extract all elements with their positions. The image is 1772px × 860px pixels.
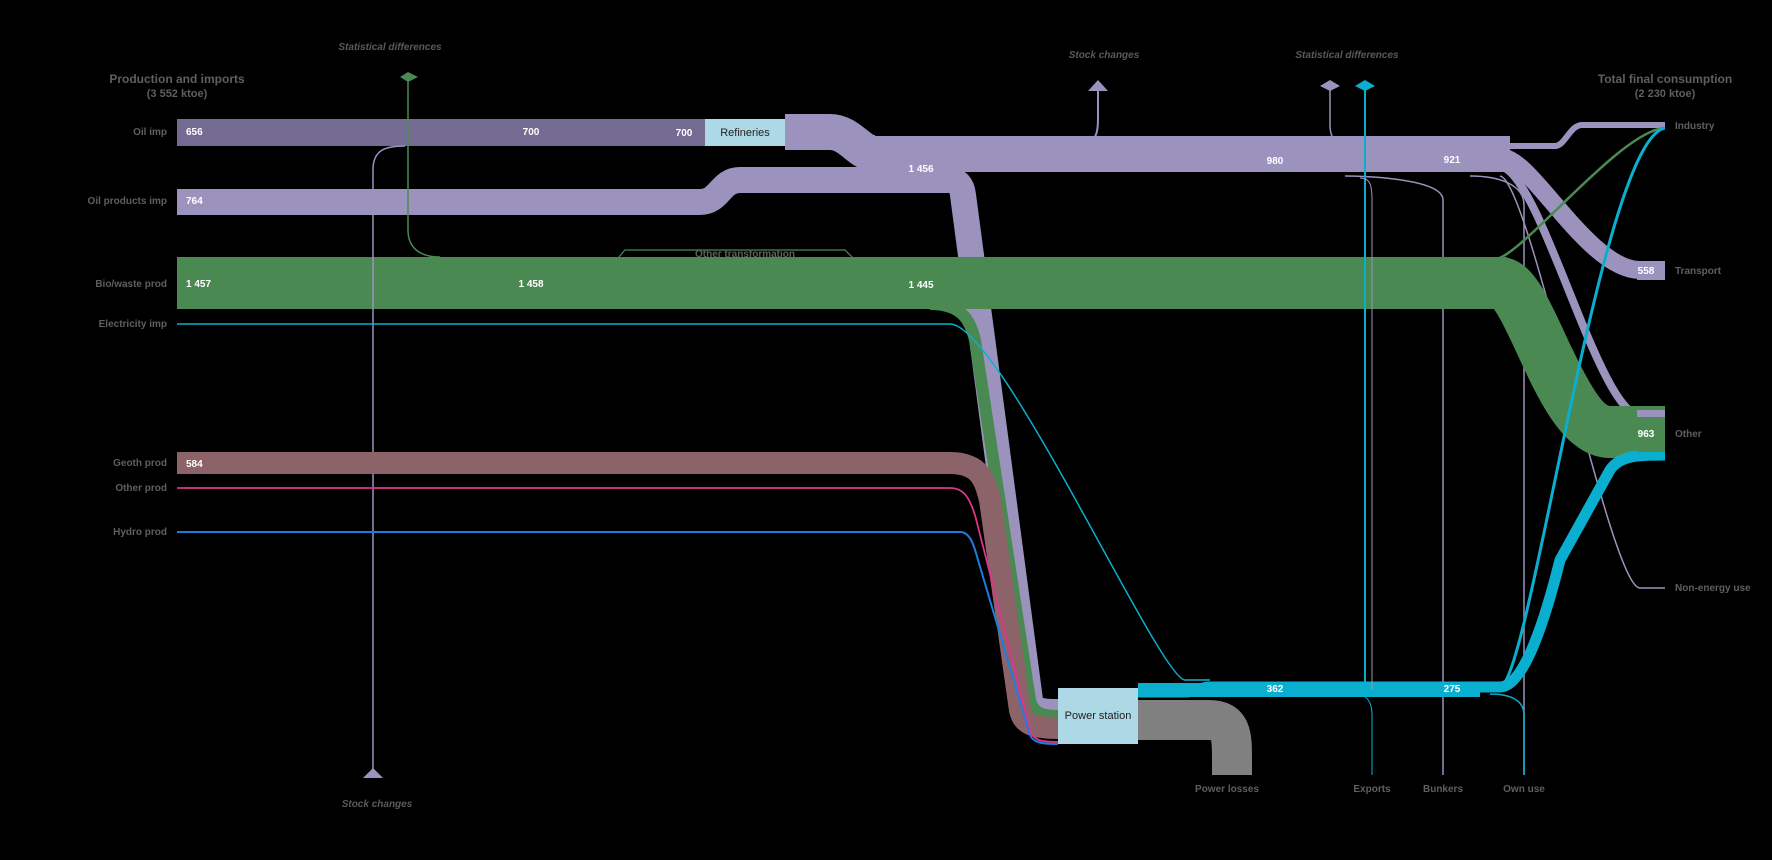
value-electricity-out: 362 [1267, 684, 1284, 695]
value-oil-after-stock: 980 [1267, 156, 1284, 167]
flow-biowaste [177, 257, 1665, 458]
source-oil-imp: Oil imp [133, 127, 167, 138]
refineries-label: Refineries [720, 127, 770, 139]
flow-biowaste-band [177, 257, 1507, 309]
right-header-title: Total final consumption [1598, 72, 1732, 86]
flow-electricity-own-use [1489, 693, 1525, 775]
stock-changes-top-label: Stock changes [1069, 50, 1140, 61]
value-biowaste-prod: 1 457 [186, 279, 211, 290]
flow-oil-transport [1501, 149, 1665, 279]
stock-changes-left-arrow [363, 768, 383, 778]
bottom-own-use: Own use [1503, 784, 1545, 795]
flow-electricity-imp [177, 323, 1210, 681]
flow-other-prod [177, 487, 1059, 743]
value-electricity-final: 275 [1444, 684, 1461, 695]
flow-oil-stat-diff [1329, 86, 1351, 145]
flow-biowaste-stat-diff [407, 78, 441, 258]
flow-oil-stock-changes [875, 88, 1099, 143]
source-electricity-imp: Electricity imp [99, 319, 167, 330]
value-other: 963 [1638, 429, 1655, 440]
flow-electricity-exports [1354, 693, 1373, 775]
stat-diff-left-label: Statistical differences [338, 42, 442, 53]
other-transformation-label: Other transformation [695, 249, 795, 260]
refineries-node [705, 119, 785, 146]
flow-oil-imp [177, 119, 705, 146]
value-refinery-in-mid: 700 [523, 127, 540, 138]
sink-non-energy-use: Non-energy use [1675, 583, 1751, 594]
stat-diff-oil-marker [1320, 80, 1340, 91]
source-hydro-prod: Hydro prod [113, 527, 167, 538]
stat-diff-right-label: Statistical differences [1295, 50, 1399, 61]
flow-other-transformation [617, 249, 854, 259]
bottom-power-losses: Power losses [1195, 784, 1259, 795]
flow-refinery-out [785, 118, 877, 155]
left-header-sub: (3 552 ktoe) [147, 88, 208, 100]
bottom-exports: Exports [1353, 784, 1391, 795]
sink-other: Other [1675, 429, 1702, 440]
flow-biowaste-power [929, 298, 1059, 722]
source-biowaste-prod: Bio/waste prod [95, 279, 167, 290]
value-oil-products-imp: 764 [186, 196, 203, 207]
bottom-bunkers: Bunkers [1423, 784, 1463, 795]
flow-electricity-industry [1499, 126, 1666, 688]
flow-oil-bunkers [1344, 175, 1444, 775]
transport-end [1637, 262, 1665, 280]
right-header-sub: (2 230 ktoe) [1635, 88, 1696, 100]
bottom-stock-changes: Stock changes [342, 799, 413, 810]
flow-hydro [177, 531, 1059, 745]
power-station-label: Power station [1065, 710, 1132, 722]
value-oil-imp: 656 [186, 127, 203, 138]
stat-diff-elec-marker [1355, 80, 1375, 91]
stat-diff-left-marker [400, 72, 418, 82]
left-header-title: Production and imports [109, 72, 245, 86]
flow-oil-exports [1359, 177, 1373, 690]
stock-changes-arrow [1088, 80, 1108, 91]
value-geoth-prod: 584 [186, 459, 203, 470]
flow-oil-own-use [1469, 175, 1525, 775]
sink-industry: Industry [1675, 121, 1715, 132]
source-oil-products-imp: Oil products imp [88, 196, 167, 207]
sink-transport: Transport [1675, 266, 1722, 277]
flow-electricity-other [1138, 449, 1666, 698]
power-station-node [1058, 688, 1138, 744]
other-end-oil [1637, 410, 1665, 417]
value-biowaste-mid: 1 458 [518, 279, 543, 290]
other-end-elec [1637, 452, 1665, 458]
flow-biowaste-industry [1494, 126, 1666, 261]
source-geoth-prod: Geoth prod [113, 458, 167, 469]
source-other-prod: Other prod [115, 483, 167, 494]
flow-stock-changes-left [372, 145, 406, 775]
other-end [1637, 410, 1665, 458]
value-refinery-in: 700 [676, 128, 693, 139]
value-oil-products-total: 1 456 [908, 164, 933, 175]
flow-power-losses [1138, 700, 1252, 775]
value-biowaste-after: 1 445 [908, 280, 933, 291]
flow-geoth [177, 452, 1059, 739]
flow-oil-industry [1500, 122, 1665, 149]
value-transport: 558 [1638, 266, 1655, 277]
value-oil-after-stat: 921 [1444, 155, 1461, 166]
